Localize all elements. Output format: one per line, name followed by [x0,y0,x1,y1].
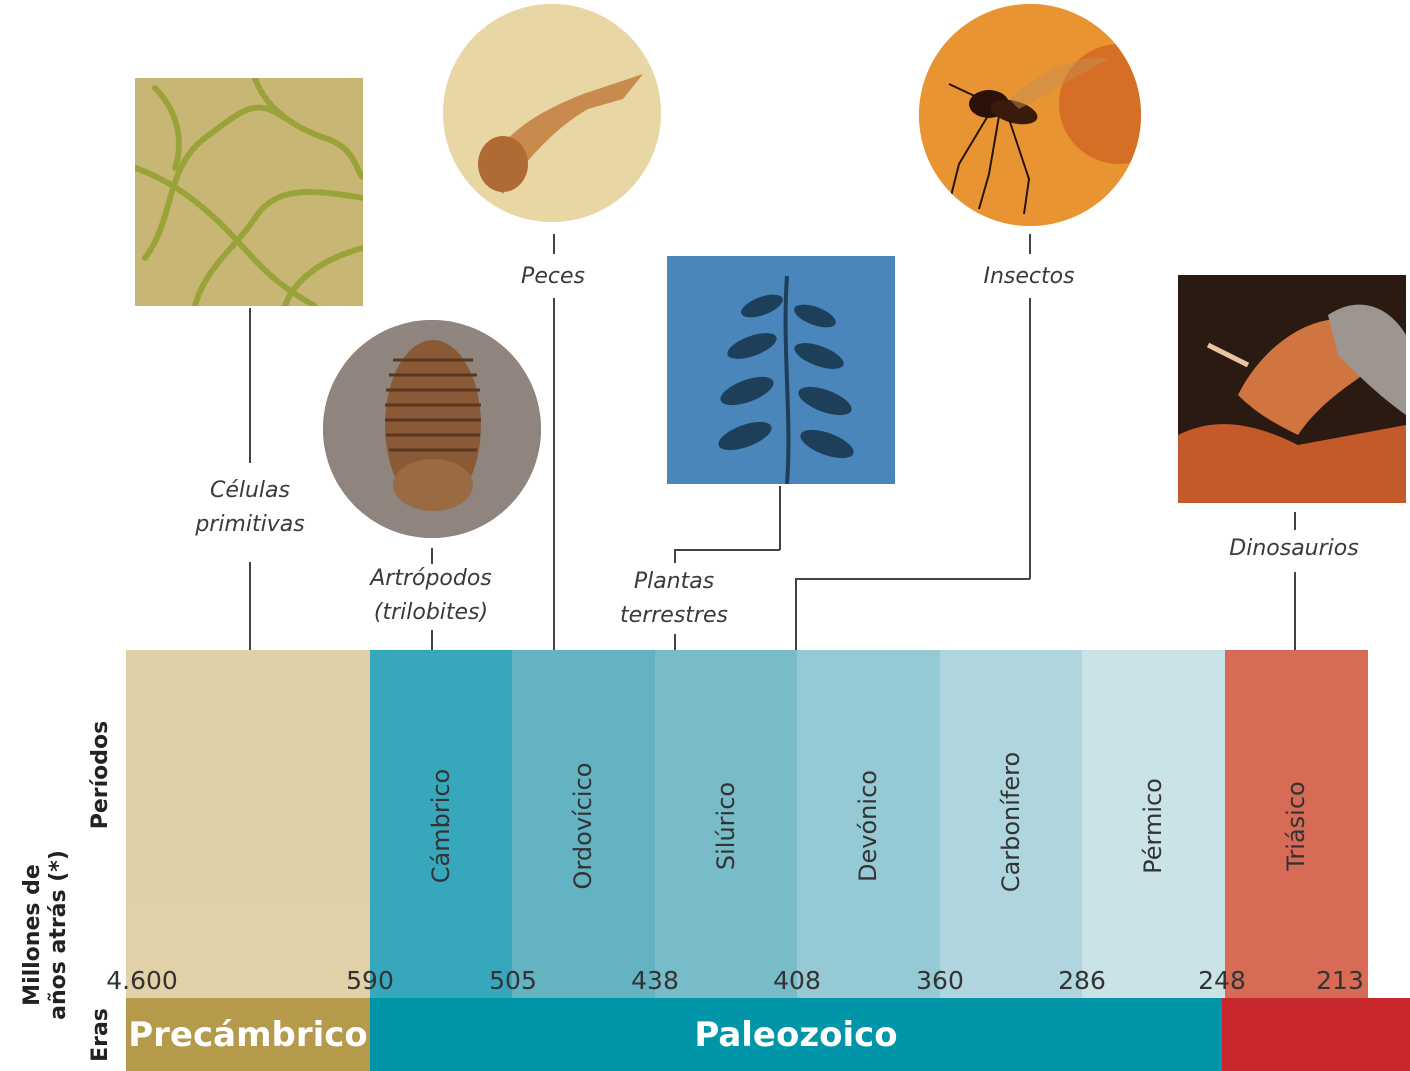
period-band-ordovician: Ordovícico [512,650,655,998]
year-4600: 4.600 [106,966,178,995]
years-axis-label-line1: Millones de [20,850,46,1020]
periods-axis-label: Períodos [88,721,114,830]
cells-connector-top [249,308,251,463]
plants-connector-d [674,634,676,650]
period-band-carboniferous: Carbonífero [940,650,1082,998]
dinosaurs-connector-top [1294,512,1296,530]
insects-connector-top [1029,234,1031,254]
primitive-cells-label-line2: primitivas [170,508,330,542]
year-438: 438 [631,966,679,995]
period-name-ordovician: Ordovícico [569,763,597,890]
period-name-silurian: Silúrico [712,782,740,870]
years-axis-label-line2: años atrás (*) [46,850,72,1020]
insect-in-amber-photo [919,4,1141,226]
plants-connector-c [674,549,676,563]
period-band-cambrian: Cámbrico [370,650,512,998]
period-name-carboniferous: Carbonífero [997,752,1025,892]
period-name-permian: Pérmico [1139,778,1167,874]
fish-connector-bottom [553,298,555,650]
arthropods-label-line1: Artrópodos [341,562,521,596]
period-band-silurian: Silúrico [655,650,797,998]
period-band-precambrian [126,650,370,998]
arthropods-label: Artrópodos (trilobites) [341,562,521,630]
fish-fossil-photo [443,4,661,222]
year-213: 213 [1316,966,1364,995]
year-408: 408 [773,966,821,995]
plants-connector-b [674,549,780,551]
years-axis-label: Millones de años atrás (*) [20,850,72,1020]
year-360: 360 [916,966,964,995]
insects-connector-bottom [795,578,797,650]
dinosaurs-label: Dinosaurios [1214,532,1374,566]
land-plant-fossil-photo [667,256,895,484]
insects-label: Insectos [959,260,1099,294]
period-name-triassic: Triásico [1282,781,1310,870]
plants-connector-a [779,486,781,550]
primitive-cells-label: Células primitivas [170,474,330,542]
primitive-cells-photo [135,78,363,306]
period-band-devonian: Devónico [797,650,940,998]
dinosaurs-connector-bottom [1294,572,1296,650]
dinosaur-photo [1178,275,1406,503]
arthropods-label-line2: (trilobites) [341,596,521,630]
era-paleozoic-label: Paleozoico [694,1015,897,1055]
period-band-triassic: Triásico [1225,650,1368,998]
land-plants-label-line2: terrestres [594,599,754,633]
year-286: 286 [1058,966,1106,995]
trilobite-photo [323,320,541,538]
era-precambrian: Precámbrico [126,998,370,1071]
primitive-cells-label-line1: Células [170,474,330,508]
year-590: 590 [346,966,394,995]
period-name-devonian: Devónico [854,770,882,882]
cells-connector-bottom [249,562,251,650]
era-paleozoic: Paleozoico [370,998,1222,1071]
era-precambrian-label: Precámbrico [128,1015,368,1055]
insects-connector-down [1029,298,1031,579]
year-248: 248 [1198,966,1246,995]
arthropods-connector-bottom [431,630,433,650]
period-name-cambrian: Cámbrico [427,769,455,884]
land-plants-label: Plantas terrestres [594,565,754,633]
eras-axis-label: Eras [88,1008,114,1062]
fish-connector-top [553,234,555,254]
insects-connector-horizontal [795,578,1030,580]
period-band-permian: Pérmico [1082,650,1225,998]
land-plants-label-line1: Plantas [594,565,754,599]
era-mesozoic [1222,998,1410,1071]
year-505: 505 [489,966,537,995]
fish-label: Peces [493,260,613,294]
